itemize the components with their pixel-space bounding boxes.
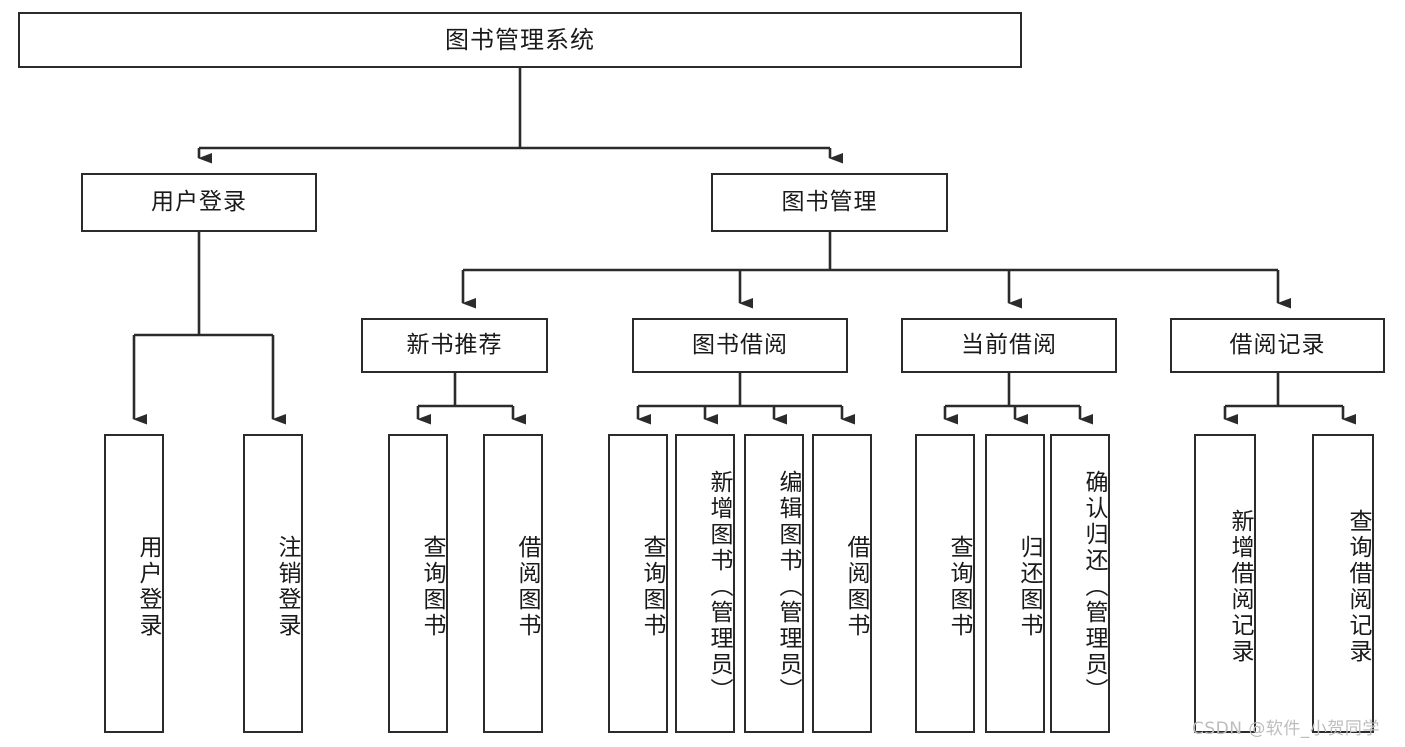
node-leaf-edit-book[interactable]: 编辑图书（管理员） — [744, 434, 804, 733]
node-leaf-query-book-2[interactable]: 查询图书 — [608, 434, 668, 733]
node-leaf-confirm-return[interactable]: 确认归还（管理员） — [1050, 434, 1110, 733]
node-leaf-borrow-book-2[interactable]: 借阅图书 — [812, 434, 872, 733]
node-leaf-add-record[interactable]: 新增借阅记录 — [1194, 434, 1256, 733]
node-leaf-return-book[interactable]: 归还图书 — [985, 434, 1045, 733]
watermark-text: CSDN @软件_小贺同学 — [1192, 719, 1380, 739]
node-leaf-query-book-1[interactable]: 查询图书 — [388, 434, 448, 733]
node-user-login[interactable]: 用户登录 — [81, 173, 317, 232]
node-leaf-query-record[interactable]: 查询借阅记录 — [1312, 434, 1374, 733]
node-borrow-record[interactable]: 借阅记录 — [1170, 318, 1385, 373]
node-leaf-logout[interactable]: 注销登录 — [243, 434, 303, 733]
node-book-borrow[interactable]: 图书借阅 — [632, 318, 848, 373]
node-leaf-query-book-3[interactable]: 查询图书 — [915, 434, 975, 733]
node-leaf-add-book[interactable]: 新增图书（管理员） — [675, 434, 735, 733]
node-leaf-user-login[interactable]: 用户登录 — [104, 434, 164, 733]
node-root[interactable]: 图书管理系统 — [18, 12, 1022, 68]
node-leaf-borrow-book-1[interactable]: 借阅图书 — [483, 434, 543, 733]
node-current-borrow[interactable]: 当前借阅 — [901, 318, 1117, 373]
node-new-book-recommend[interactable]: 新书推荐 — [361, 318, 548, 373]
node-book-manage[interactable]: 图书管理 — [711, 173, 948, 232]
